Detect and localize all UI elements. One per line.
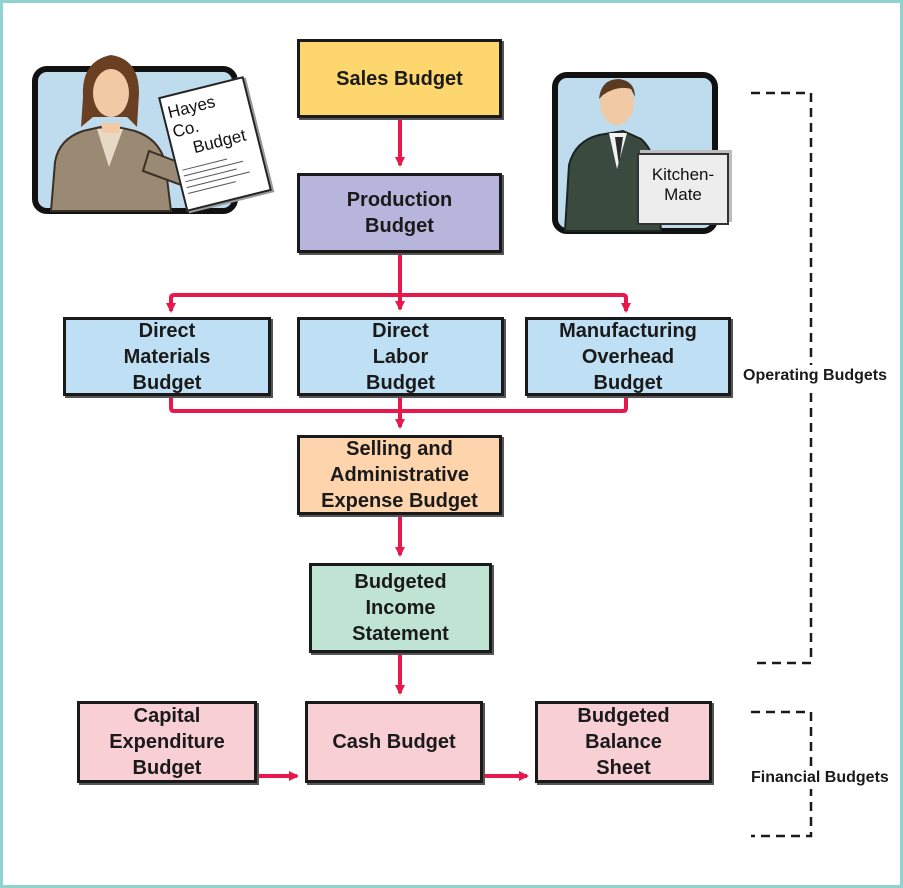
businesswoman-illustration: Hayes Co. Budget — [31, 47, 272, 217]
budgeted-income-statement-label: Budgeted Income Statement — [352, 571, 449, 645]
financial-budgets-label: Financial Budgets — [747, 767, 893, 789]
cash-budget-box: Cash Budget — [305, 701, 483, 783]
capital-expenditure-budget-box: Capital Expenditure Budget — [77, 701, 257, 783]
production-budget-label: Production Budget — [346, 189, 453, 237]
cash-budget-label: Cash Budget — [332, 731, 456, 753]
production-budget-box: Production Budget — [297, 173, 502, 253]
direct-labor-budget-label: Direct Labor Budget — [366, 319, 435, 394]
direct-labor-budget-box: Direct Labor Budget — [297, 317, 504, 396]
package-label-line1: Kitchen- — [651, 165, 715, 184]
capital-expenditure-budget-label: Capital Expenditure Budget — [109, 705, 225, 779]
budgeted-balance-sheet-label: Budgeted Balance Sheet — [577, 705, 670, 779]
manufacturing-overhead-budget-box: Manufacturing Overhead Budget — [525, 317, 731, 396]
sales-budget-label: Sales Budget — [336, 67, 463, 90]
budgeted-income-statement-box: Budgeted Income Statement — [309, 563, 492, 653]
budgeted-balance-sheet-box: Budgeted Balance Sheet — [535, 701, 712, 783]
direct-materials-budget-label: Direct Materials Budget — [123, 319, 211, 394]
sales-budget-box: Sales Budget — [297, 39, 502, 118]
direct-materials-budget-box: Direct Materials Budget — [63, 317, 271, 396]
businessman-illustration: Kitchen- Mate — [551, 69, 741, 239]
selling-admin-expense-budget-box: Selling and Administrative Expense Budge… — [297, 435, 502, 515]
kitchen-mate-box: Kitchen- Mate — [637, 153, 729, 225]
selling-admin-expense-budget-label: Selling and Administrative Expense Budge… — [321, 438, 478, 512]
manufacturing-overhead-budget-label: Manufacturing Overhead Budget — [559, 319, 697, 394]
operating-budgets-label: Operating Budgets — [739, 365, 892, 387]
package-label-line2: Mate — [664, 185, 702, 204]
